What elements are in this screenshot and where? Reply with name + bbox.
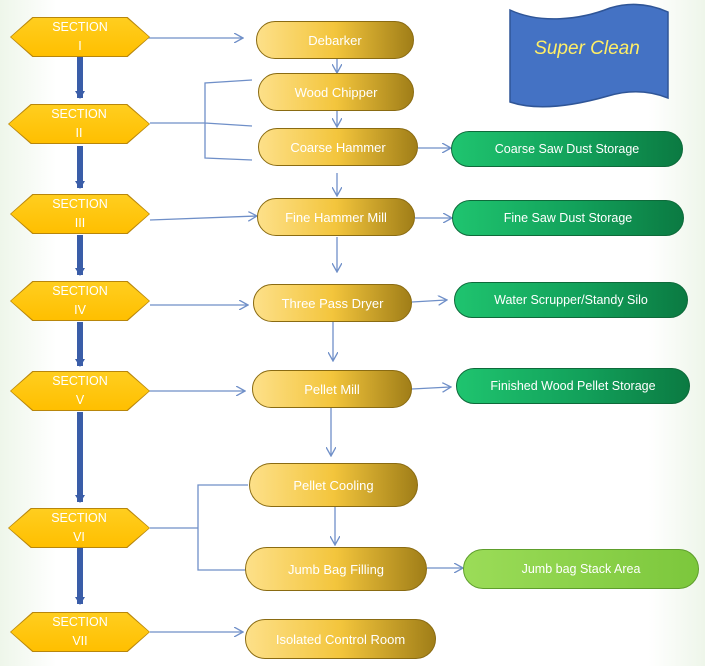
section-label: SECTION — [52, 284, 108, 298]
storage-finished-pellet: Finished Wood Pellet Storage — [456, 368, 690, 404]
section-number: IV — [74, 303, 86, 317]
storage-fine-saw-dust: Fine Saw Dust Storage — [452, 200, 684, 236]
brace-section-6 — [150, 484, 248, 571]
process-debarker: Debarker — [256, 21, 414, 59]
section-7-hexagon: SECTION VII — [10, 612, 150, 652]
section-label: SECTION — [51, 107, 107, 121]
section-label: SECTION — [51, 511, 107, 525]
process-coarse-hammer: Coarse Hammer — [258, 128, 418, 166]
section-number: I — [78, 39, 82, 53]
arrow-section-3 — [149, 216, 256, 220]
storage-coarse-saw-dust: Coarse Saw Dust Storage — [451, 131, 683, 167]
section-number: V — [75, 393, 85, 407]
process-pellet-cooling: Pellet Cooling — [249, 463, 418, 507]
section-number: II — [75, 126, 83, 140]
super-clean-label: Super Clean — [534, 38, 640, 59]
process-isolated-control-room: Isolated Control Room — [245, 619, 436, 659]
storage-jumb-bag-stack-area: Jumb bag Stack Area — [463, 549, 699, 589]
process-wood-chipper: Wood Chipper — [258, 73, 414, 111]
section-3-hexagon: SECTION III — [10, 194, 150, 234]
arrow-dryer-silo — [411, 300, 446, 302]
storage-water-scrupper-silo: Water Scrupper/Standy Silo — [454, 282, 688, 318]
section-number: VI — [73, 530, 85, 544]
section-number: III — [74, 216, 86, 230]
section-label: SECTION — [52, 374, 108, 388]
process-three-pass-dryer: Three Pass Dryer — [253, 284, 412, 322]
section-number: VII — [72, 634, 88, 648]
super-clean-banner — [509, 3, 669, 108]
section-4-hexagon: SECTION IV — [10, 281, 150, 321]
process-jumb-bag-filling: Jumb Bag Filling — [245, 547, 427, 591]
section-1-hexagon: SECTION I — [10, 17, 150, 57]
arrow-mill-storage — [411, 387, 450, 389]
section-label: SECTION — [52, 20, 108, 34]
section-label: SECTION — [52, 197, 108, 211]
process-pellet-mill: Pellet Mill — [252, 370, 412, 408]
brace-section-2 — [150, 79, 253, 161]
section-6-hexagon: SECTION VI — [8, 508, 150, 548]
section-label: SECTION — [52, 615, 108, 629]
process-fine-hammer-mill: Fine Hammer Mill — [257, 198, 415, 236]
section-5-hexagon: SECTION V — [10, 371, 150, 411]
section-2-hexagon: SECTION II — [8, 104, 150, 144]
